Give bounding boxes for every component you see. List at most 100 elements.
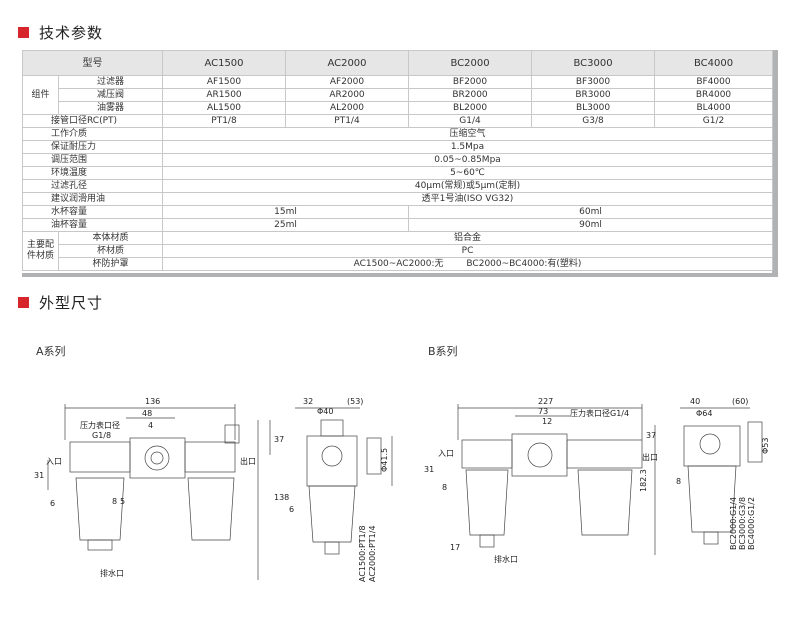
dim-8: 8 bbox=[676, 477, 681, 486]
dim-12: 12 bbox=[542, 417, 552, 426]
gauge-size: G1/8 bbox=[92, 431, 111, 440]
header-model-cell: AC1500 bbox=[162, 50, 286, 76]
dim-31: 31 bbox=[34, 471, 44, 480]
series-a-side-drawing: 32 (53) Φ40 Φ41.5 6 AC1500:PT1/8 AC2000:… bbox=[289, 397, 393, 582]
row-label: 水杯容量 bbox=[22, 205, 163, 219]
dim-37: 37 bbox=[274, 435, 284, 444]
table-row: 油雾器 AL1500 AL2000 BL2000 BL3000 BL4000 bbox=[23, 101, 773, 115]
section-title: 技术参数 bbox=[39, 24, 104, 42]
row-label: 环境温度 bbox=[22, 166, 163, 180]
dim-width: 227 bbox=[538, 397, 553, 406]
dim-17: 17 bbox=[450, 543, 460, 552]
dim-8: 8 bbox=[112, 497, 117, 506]
table-cell: BL4000 bbox=[654, 101, 773, 115]
table-cell: G3/8 bbox=[531, 114, 655, 128]
dim-8: 8 bbox=[442, 483, 447, 492]
port-note-2: BC3000:G3/8 bbox=[738, 497, 747, 550]
dim-6: 6 bbox=[289, 505, 294, 514]
gauge-note: 压力表口径G1/4 bbox=[570, 408, 629, 418]
row-label: 接管口径RC(PT) bbox=[22, 114, 163, 128]
dim-width: 136 bbox=[145, 397, 160, 406]
table-cell: 15ml bbox=[162, 205, 409, 219]
section-header-specs: 技术参数 bbox=[18, 22, 103, 43]
table-cell: 0.05~0.85Mpa bbox=[162, 153, 773, 167]
dim-phi53: Φ53 bbox=[761, 438, 770, 454]
table-cell: AL1500 bbox=[162, 101, 286, 115]
table-cell: AR1500 bbox=[162, 88, 286, 102]
table-cell: PC bbox=[162, 244, 773, 258]
row-label: 油雾器 bbox=[58, 101, 163, 115]
dim-60: (60) bbox=[732, 397, 748, 406]
table-cell: 铝合金 bbox=[162, 231, 773, 245]
dim-37: 37 bbox=[646, 431, 656, 440]
dim-182-3: 182.3 bbox=[639, 469, 648, 492]
outlet-label: 出口 bbox=[240, 456, 256, 466]
row-label: 本体材质 bbox=[58, 231, 163, 245]
row-label: 过滤器 bbox=[58, 75, 163, 89]
dim-48: 48 bbox=[142, 409, 152, 418]
table-row: 工作介质压缩空气 bbox=[22, 127, 773, 141]
red-square-icon bbox=[18, 297, 29, 308]
dim-73: 73 bbox=[538, 407, 548, 416]
dim-138: 138 bbox=[274, 493, 289, 502]
row-label: 杯防护罩 bbox=[58, 257, 163, 271]
table-cell: AF2000 bbox=[285, 75, 409, 89]
table-cell: 40μm(常规)或5μm(定制) bbox=[162, 179, 773, 193]
row-label: 杯材质 bbox=[58, 244, 163, 258]
dim-phi64: Φ64 bbox=[696, 409, 712, 418]
row-label: 过滤孔径 bbox=[22, 179, 163, 193]
table-cell: PT1/8 bbox=[162, 114, 286, 128]
table-row: 组件 过滤器 AF1500 AF2000 BF2000 BF3000 BF400… bbox=[22, 75, 773, 115]
components-label: 组件 bbox=[22, 75, 59, 115]
table-cell: G1/4 bbox=[408, 114, 532, 128]
table-cell: G1/2 bbox=[654, 114, 773, 128]
series-b-front-drawing: 227 73 压力表口径G1/4 12 37 182.3 31 入口 出口 8 … bbox=[424, 397, 658, 564]
table-cell: AL2000 bbox=[285, 101, 409, 115]
materials-label: 主要配件材质 bbox=[22, 231, 59, 271]
table-cell: 压缩空气 bbox=[162, 127, 773, 141]
spec-table-frame: 型号 AC1500 AC2000 BC2000 BC3000 BC4000 组件… bbox=[22, 50, 778, 277]
row-label: 油杯容量 bbox=[22, 218, 163, 232]
table-cell: 1.5Mpa bbox=[162, 140, 773, 154]
header-model: 型号 bbox=[22, 50, 163, 76]
series-a-front-drawing: 136 48 压力表口径 4 G1/8 37 138 31 入口 出口 6 8 … bbox=[34, 397, 289, 580]
dim-phi41-5: Φ41.5 bbox=[380, 448, 389, 472]
dim-32: 32 bbox=[303, 397, 313, 406]
table-cell: 60ml bbox=[408, 205, 773, 219]
inlet-label: 入口 bbox=[438, 449, 454, 458]
port-note-1: AC1500:PT1/8 bbox=[358, 525, 367, 582]
spec-table: 型号 AC1500 AC2000 BC2000 BC3000 BC4000 组件… bbox=[22, 50, 773, 271]
drain-label: 排水口 bbox=[494, 554, 518, 564]
table-cell: AC1500~AC2000:无 BC2000~BC4000:有(塑料) bbox=[162, 257, 773, 271]
dim-5: 5 bbox=[120, 497, 125, 506]
row-label: 建议润滑用油 bbox=[22, 192, 163, 206]
port-note-3: BC4000:G1/2 bbox=[747, 497, 756, 550]
section-header-dimensions: 外型尺寸 bbox=[18, 292, 103, 313]
drain-label: 排水口 bbox=[100, 568, 124, 578]
table-row: 接管口径RC(PT) PT1/8 PT1/4 G1/4 G3/8 G1/2 bbox=[22, 114, 773, 128]
table-cell: BF4000 bbox=[654, 75, 773, 89]
series-b-label: B系列 bbox=[428, 345, 458, 358]
inlet-label: 入口 bbox=[46, 457, 62, 466]
table-cell: 90ml bbox=[408, 218, 773, 232]
row-label: 调压范围 bbox=[22, 153, 163, 167]
dim-4: 4 bbox=[148, 421, 153, 430]
row-label: 减压阀 bbox=[58, 88, 163, 102]
table-row: 建议润滑用油透平1号油(ISO VG32) bbox=[22, 192, 773, 206]
table-cell: BL2000 bbox=[408, 101, 532, 115]
header-model-cell: BC2000 bbox=[408, 50, 532, 76]
port-note-2: AC2000:PT1/4 bbox=[368, 525, 377, 582]
gauge-note: 压力表口径 bbox=[80, 420, 120, 430]
port-note-1: BC2000:G1/4 bbox=[729, 497, 738, 550]
table-row: 主要配件材质 本体材质 铝合金 bbox=[22, 231, 773, 271]
table-cell: BR2000 bbox=[408, 88, 532, 102]
table-cell: BF3000 bbox=[531, 75, 655, 89]
series-a-label: A系列 bbox=[36, 345, 66, 358]
header-model-cell: BC3000 bbox=[531, 50, 655, 76]
